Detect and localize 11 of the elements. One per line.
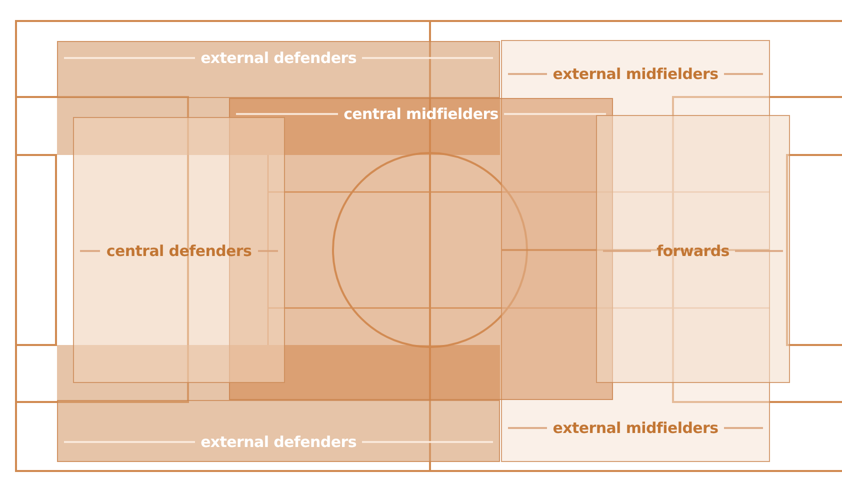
zone-label: external defenders <box>200 49 356 67</box>
zone-label: central defenders <box>106 242 252 260</box>
zone-label: forwards <box>656 242 730 260</box>
zone-area <box>73 117 285 383</box>
zone-label: central midfielders <box>344 105 498 123</box>
zone-label: external defenders <box>200 433 356 451</box>
zone-label: external midfielders <box>552 65 718 83</box>
zone-area <box>57 400 500 462</box>
zone-label: external midfielders <box>552 419 718 437</box>
zone-area <box>57 41 500 98</box>
zone-area <box>596 115 790 383</box>
